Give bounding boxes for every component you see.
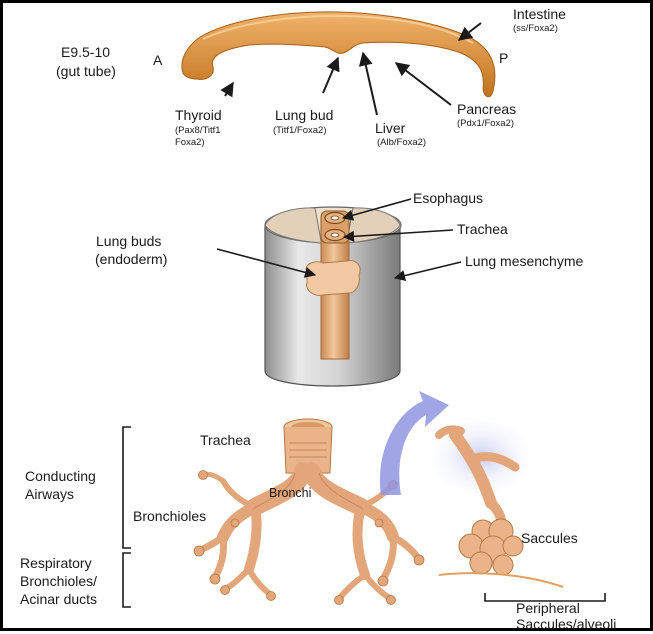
lung-buds-shape (306, 261, 360, 296)
respiratory-label-line1: Respiratory (20, 555, 92, 571)
trachea-tube (321, 241, 349, 359)
saccules-cluster (459, 519, 523, 575)
trachea-label-3: Trachea (200, 432, 251, 448)
bronchi-label: Bronchi (269, 486, 311, 500)
respiratory-label-line2: Bronchioles/ (20, 573, 97, 589)
trachea-label: Trachea (457, 221, 508, 237)
pancreas-label: Pancreas (457, 101, 516, 117)
liver-label: Liver (375, 120, 406, 136)
lung-bud-markers: (Titf1/Foxa2) (273, 125, 327, 136)
panel-cylinder: Esophagus Trachea Lung mesenchyme Lung b… (95, 190, 584, 386)
lung-development-diagram: E9.5-10 (gut tube) A P Thyroid (Pax8/Tit… (3, 3, 653, 634)
respiratory-bracket (123, 553, 131, 607)
thyroid-markers-line2: Foxa2) (175, 137, 205, 148)
anterior-label: A (153, 52, 163, 68)
liver-markers: (Alb/Foxa2) (377, 137, 426, 148)
lung-buds-label-line2: (endoderm) (95, 251, 167, 267)
capillary-line (439, 573, 563, 587)
thyroid-markers-line1: (Pax8/Titf1 (175, 125, 221, 136)
stage-note-label: (gut tube) (56, 63, 116, 79)
thyroid-label: Thyroid (175, 107, 222, 123)
panel-airway-tree: Conducting Airways Respiratory Bronchiol… (20, 391, 616, 632)
trachea-lumen-core (331, 233, 339, 237)
lung-buds-label-line1: Lung buds (96, 233, 161, 249)
respiratory-label-line3: Acinar ducts (20, 591, 97, 607)
esophagus-lumen-core (331, 216, 339, 220)
lung-bud-label: Lung bud (275, 107, 333, 123)
peripheral-label-line1: Peripheral (516, 600, 580, 616)
conducting-label-line1: Conducting (25, 468, 96, 484)
conducting-bracket (123, 427, 131, 548)
mesenchyme-arrow (395, 262, 461, 278)
pancreas-markers: (Pdx1/Foxa2) (457, 118, 514, 129)
lung-bud-arrow (323, 58, 338, 93)
thyroid-arrow (225, 83, 233, 96)
stage-label: E9.5-10 (61, 44, 110, 60)
esophagus-label: Esophagus (413, 190, 483, 206)
panel-gut-tube: E9.5-10 (gut tube) A P Thyroid (Pax8/Tit… (56, 6, 566, 148)
saccules-label: Saccules (521, 530, 578, 546)
mesenchyme-label: Lung mesenchyme (465, 253, 584, 269)
bronchioles-label: Bronchioles (133, 508, 206, 524)
pancreas-arrow (396, 63, 451, 105)
conducting-label-line2: Airways (25, 486, 74, 502)
intestine-markers: (ss/Foxa2) (513, 23, 558, 34)
peripheral-label-line2: Saccules/alveoli (516, 616, 616, 632)
intestine-label: Intestine (513, 6, 566, 22)
posterior-label: P (499, 50, 508, 66)
liver-arrow (363, 53, 377, 115)
gut-tube-shape (182, 12, 495, 97)
